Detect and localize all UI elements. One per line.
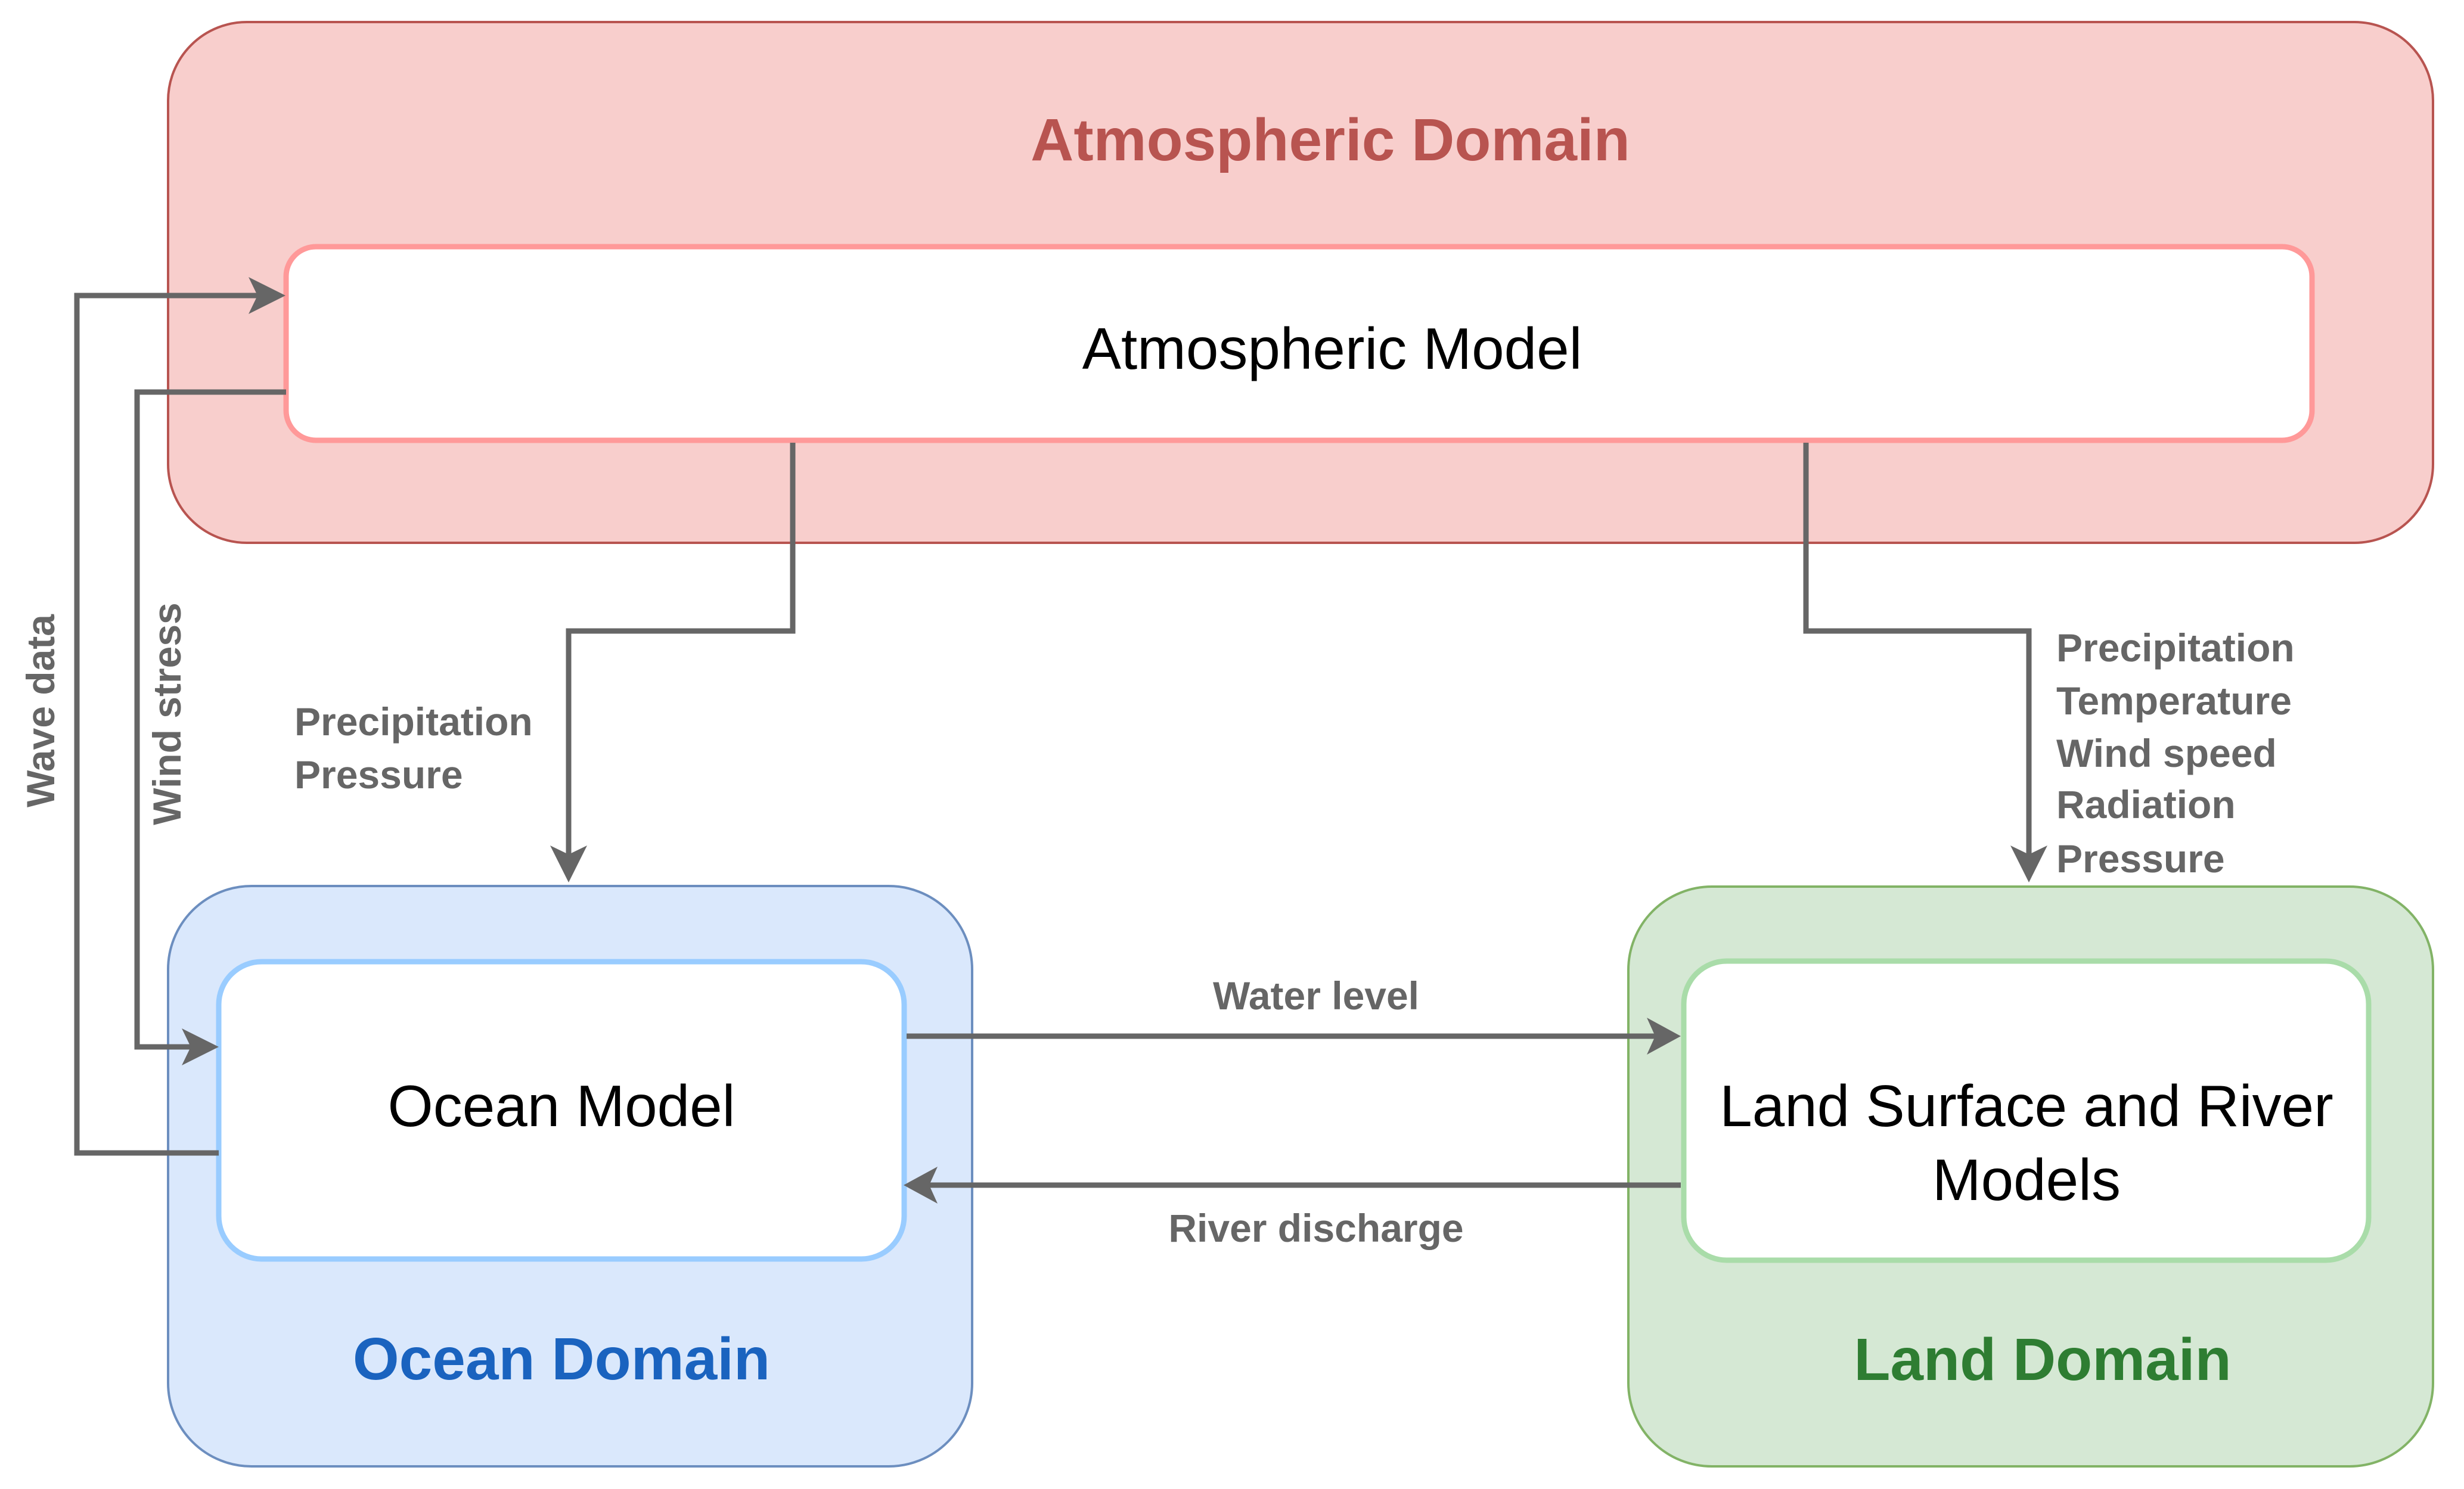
water-level-connector[interactable]: Water level [907,974,1681,1055]
atmospheric-domain-title: Atmospheric Domain [1031,107,1630,173]
atmospheric-domain: Atmospheric Domain Atmospheric Model [167,21,2434,544]
ocean-domain: Ocean Model Ocean Domain [167,885,973,1468]
river-discharge-connector[interactable]: River discharge [904,1167,1681,1250]
land-model-label-line1: Land Surface and River [1720,1073,2333,1139]
arrowhead-left-icon [904,1167,938,1204]
arrowhead-down-icon [550,845,587,882]
atm-to-land-label-2: Temperature [2056,679,2292,723]
arrowhead-right-icon [1647,1018,1681,1055]
ocean-model-label: Ocean Model [388,1073,736,1139]
atmospheric-model-label: Atmospheric Model [1082,316,1582,381]
land-model-box[interactable] [1681,958,2372,1263]
atm-to-ocean-label-2: Pressure [294,753,463,797]
atm-to-land-label-5: Pressure [2056,837,2225,881]
arrowhead-down-icon [2010,845,2047,882]
land-domain: Land Surface and River Models Land Domai… [1627,885,2434,1468]
land-domain-title: Land Domain [1854,1326,2231,1393]
water-level-label: Water level [1213,974,1419,1018]
wind-stress-line[interactable] [134,389,286,1050]
atm-to-land-label-1: Precipitation [2056,626,2295,670]
wind-stress-label: Wind stress [145,602,189,825]
river-discharge-label: River discharge [1168,1206,1463,1250]
atm-to-land-line[interactable] [1803,443,2032,862]
atm-to-ocean-connector[interactable]: Precipitation Pressure [294,443,796,882]
arrowhead-right-icon [182,1028,219,1065]
wave-data-connector[interactable]: Wave data [18,277,285,1156]
wave-data-label: Wave data [18,614,63,807]
atm-to-land-label-4: Radiation [2056,782,2236,826]
atm-to-land-connector[interactable]: Precipitation Temperature Wind speed Rad… [1803,443,2295,882]
land-model-label-line2: Models [1932,1147,2121,1213]
atmospheric-model-box[interactable] [283,244,2315,443]
ocean-model-box[interactable] [216,959,907,1262]
ocean-domain-title: Ocean Domain [353,1326,770,1392]
atm-to-ocean-label-1: Precipitation [294,700,533,744]
atm-to-ocean-line[interactable] [566,443,796,862]
wind-stress-connector[interactable]: Wind stress [134,389,286,1065]
atm-to-land-label-3: Wind speed [2056,731,2277,775]
arrowhead-right-icon [249,277,285,314]
wave-data-line[interactable] [74,293,265,1156]
